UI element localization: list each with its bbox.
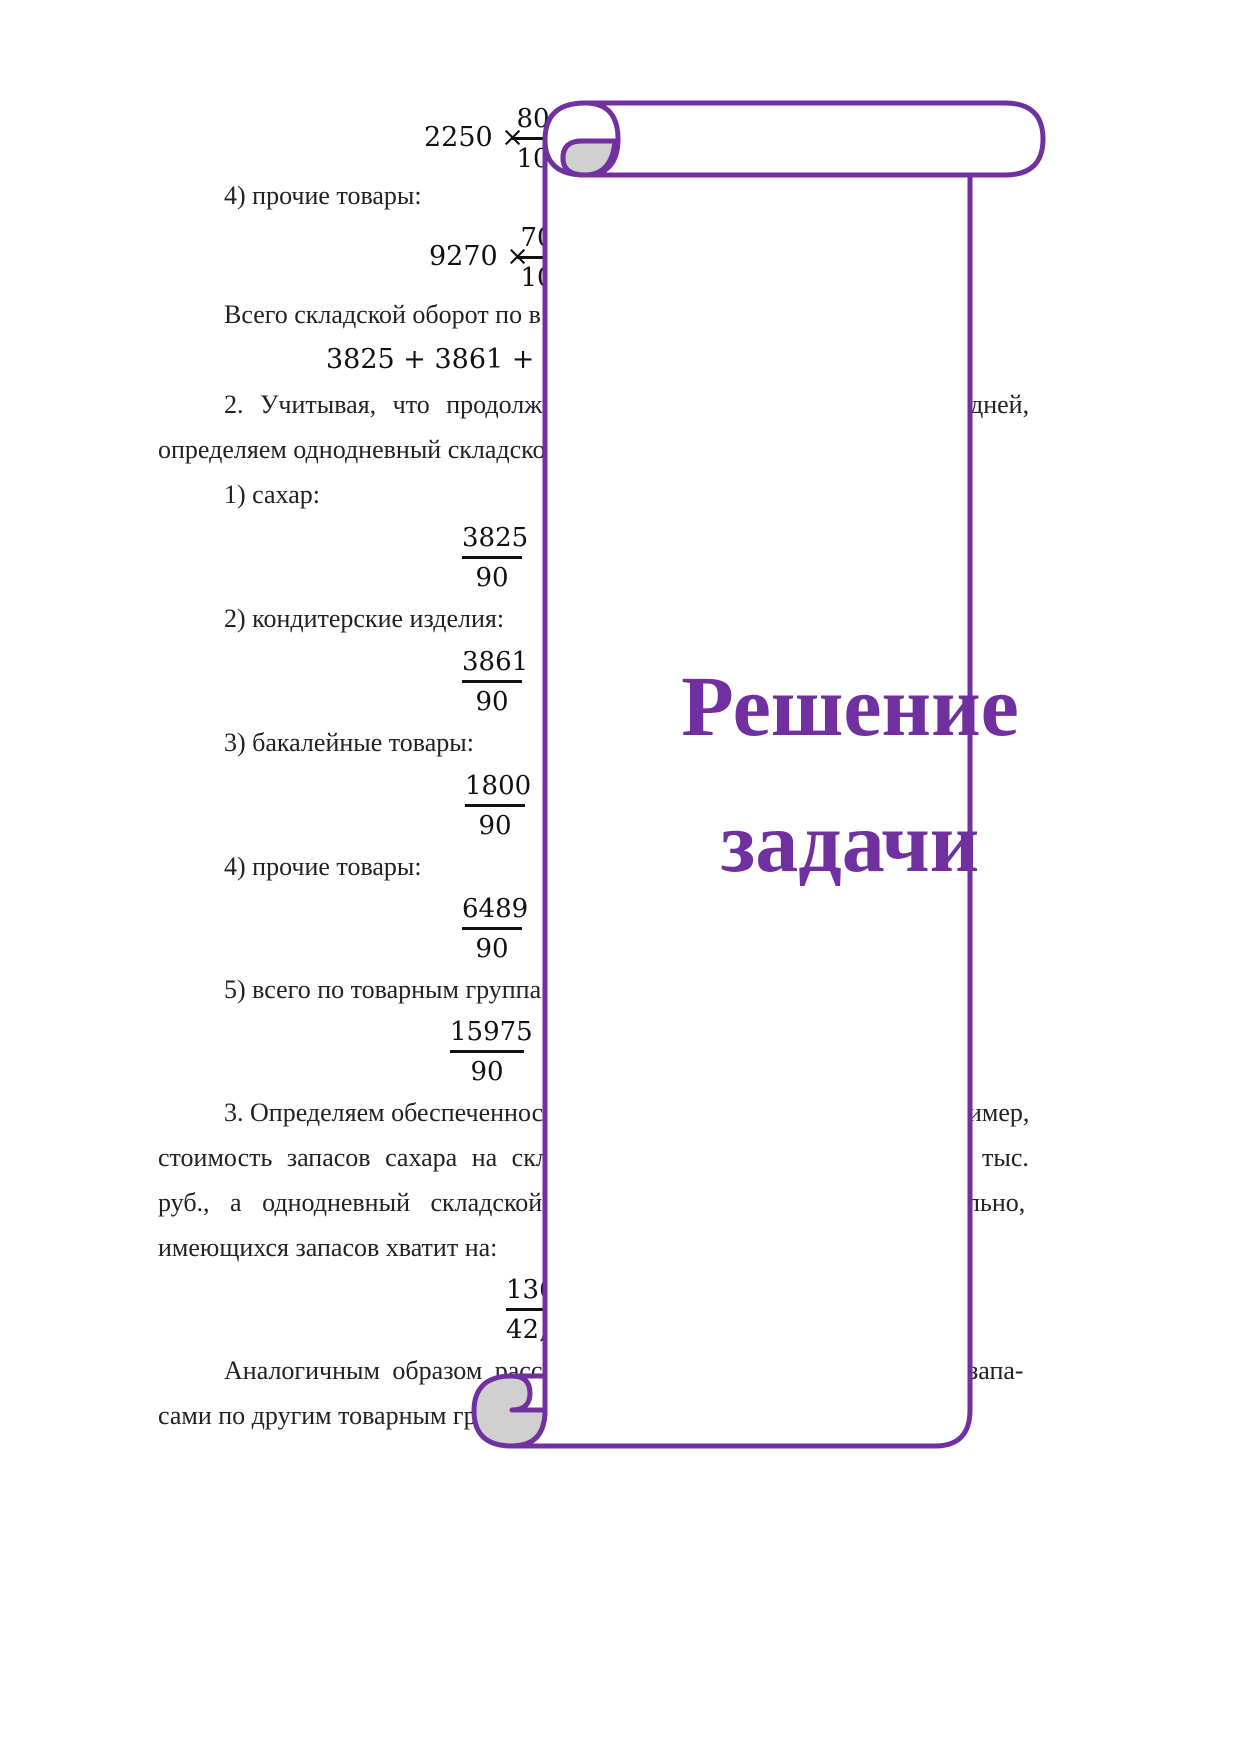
fraction-bar (512, 137, 554, 140)
paragraph-line: стоимость запасов сахара на скла (158, 1143, 561, 1172)
formula-fraction: 3861 90 (462, 647, 529, 717)
fraction-numerator: 1800 (465, 771, 532, 801)
fraction-bar (506, 1308, 556, 1311)
paragraph-line-end: тыс. (982, 1143, 1029, 1172)
fraction-numerator: 3861 (462, 647, 529, 677)
fraction-denominator: 90 (475, 934, 509, 964)
fraction-bar (462, 556, 522, 559)
formula-fraction: 6489 90 (462, 894, 529, 964)
paragraph-line: сами по другим товарным гр (158, 1401, 477, 1430)
list-item: 4) прочие товары: (224, 181, 422, 210)
fraction-denominator: 90 (475, 563, 509, 593)
paragraph-line-end: дней, (970, 390, 1030, 419)
paragraph-line: Всего складской оборот по в (224, 300, 541, 329)
paragraph-line: 2. Учитывая, что продолж (224, 390, 543, 419)
fraction-numerator: 15975 (450, 1017, 533, 1047)
list-item: 3) бакалейные товары: (224, 728, 474, 757)
scroll-top-roll (542, 100, 1046, 178)
paragraph-line: имеющихся запасов хватит на: (158, 1233, 498, 1262)
paragraph-line: определяем однодневный складско (158, 435, 546, 464)
formula-fraction: 1800 90 (465, 771, 532, 841)
list-item: 5) всего по товарным группа (224, 975, 542, 1004)
scroll-bottom-curl (471, 1373, 548, 1449)
formula-left: 9270 × (429, 241, 529, 272)
fraction-bar (450, 1050, 524, 1053)
list-item: 4) прочие товары: (224, 852, 422, 881)
fraction-numerator: 3825 (462, 523, 529, 553)
paragraph-line-end: льно, (967, 1188, 1026, 1217)
scroll-title-line2: задачи (720, 794, 980, 890)
fraction-bar (465, 804, 525, 807)
paragraph-line: 3. Определяем обеспеченнос (224, 1098, 544, 1127)
scroll-title-line1: Решение (681, 658, 1019, 754)
fraction-denominator: 90 (470, 1057, 504, 1087)
formula-left: 2250 × (424, 122, 524, 153)
fraction-numerator: 6489 (462, 894, 529, 924)
paragraph-line-end: запа- (968, 1356, 1024, 1385)
fraction-denominator: 42, (506, 1315, 548, 1345)
fraction-bar (462, 927, 522, 930)
fraction-denominator: 90 (475, 687, 509, 717)
fraction-bar (462, 680, 522, 683)
fraction-bar (517, 256, 557, 259)
formula-fraction: 3825 90 (462, 523, 529, 593)
fraction-denominator: 90 (478, 811, 512, 841)
list-item: 1) сахар: (224, 480, 320, 509)
paragraph-line-end: имер, (968, 1098, 1030, 1127)
scroll-top-curl-fill (560, 138, 618, 178)
paragraph-line: руб., а однодневный складской о (158, 1188, 576, 1217)
scroll-bottom-curl-inner (509, 1373, 548, 1413)
formula-fraction: 15975 90 (450, 1017, 533, 1087)
list-item: 2) кондитерские изделия: (224, 604, 505, 633)
